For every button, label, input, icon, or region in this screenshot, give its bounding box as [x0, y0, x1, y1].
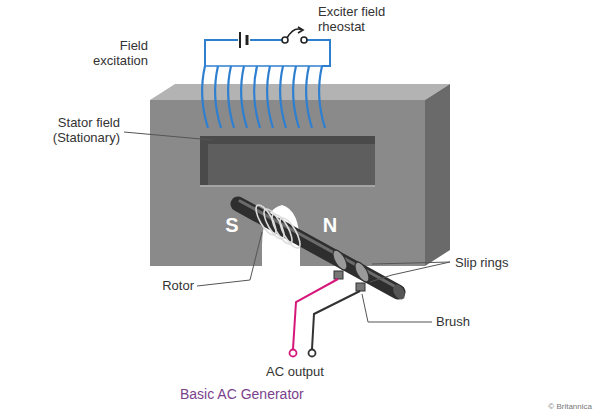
stator-side: [425, 84, 450, 266]
stator-top: [150, 84, 450, 100]
leader-line: [124, 132, 450, 322]
callout-label: Rotor: [150, 278, 194, 293]
callout-label: Stator field (Stationary): [30, 115, 120, 145]
stator-window-shade: [200, 136, 375, 186]
callout-label: Exciter field rheostat: [318, 4, 408, 34]
brush-block: [334, 271, 365, 291]
rheostat-symbol: [282, 27, 307, 43]
output-terminal: [309, 350, 316, 357]
pole-letter: S: [222, 214, 242, 237]
slip-ring: [330, 248, 372, 284]
pole-letter: N: [318, 214, 342, 237]
stator-window: [200, 136, 375, 186]
callout-label: AC output: [266, 364, 346, 379]
pole-edge: [200, 185, 375, 187]
callout-label: Brush: [436, 314, 496, 329]
callout-label: Slip rings: [455, 255, 535, 270]
stator-front: [150, 100, 425, 266]
output-wire: [312, 291, 360, 349]
excitation-wire: [205, 40, 330, 66]
battery-symbol: [240, 32, 247, 48]
callout-label: Field excitation: [72, 38, 148, 68]
figure-caption: Basic AC Generator: [180, 386, 400, 402]
armature-coil: [252, 202, 303, 250]
field-coil: [202, 66, 325, 128]
watermark: © Britannica: [520, 402, 592, 411]
output-terminal: [290, 350, 297, 357]
